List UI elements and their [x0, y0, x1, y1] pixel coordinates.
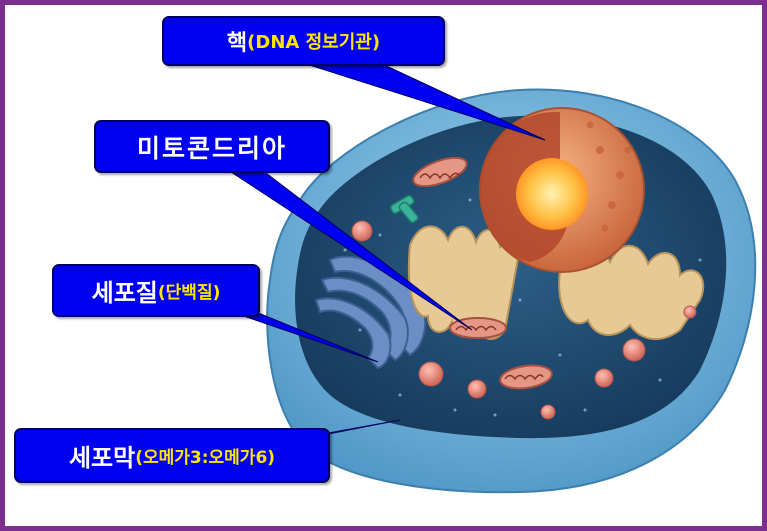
cytoplasm-label: 세포질(단백질): [52, 264, 260, 317]
mitochondria-cristae: [419, 172, 544, 381]
membrane-label: 세포막(오메가3:오메가6): [14, 428, 330, 483]
nucleus: [479, 107, 645, 273]
mitochondria-label-main: 미토콘드리아: [136, 133, 287, 163]
membrane-label-main: 세포막: [68, 444, 136, 472]
ribosome-dots: [343, 198, 702, 417]
nuclear-pores: [586, 121, 632, 232]
callout-pointers: [226, 61, 546, 441]
cytoplasm-label-sub: (단백질): [157, 283, 221, 303]
membrane-label-sub: (오메가3:오메가6): [135, 448, 276, 468]
nucleus-label-sub: (DNA 정보기관): [247, 32, 381, 53]
centrosome: [389, 194, 419, 224]
nucleus-label-main: 핵: [226, 31, 248, 56]
cytoplasm-label-main: 세포질: [91, 279, 158, 307]
nucleolus: [516, 158, 588, 230]
nucleus-label: 핵(DNA 정보기관): [162, 16, 445, 66]
endoplasmic-reticulum: [407, 225, 705, 340]
mitochondria-group: [412, 156, 553, 390]
mitochondria-label: 미토콘드리아: [94, 120, 330, 173]
vesicles: [351, 220, 697, 420]
